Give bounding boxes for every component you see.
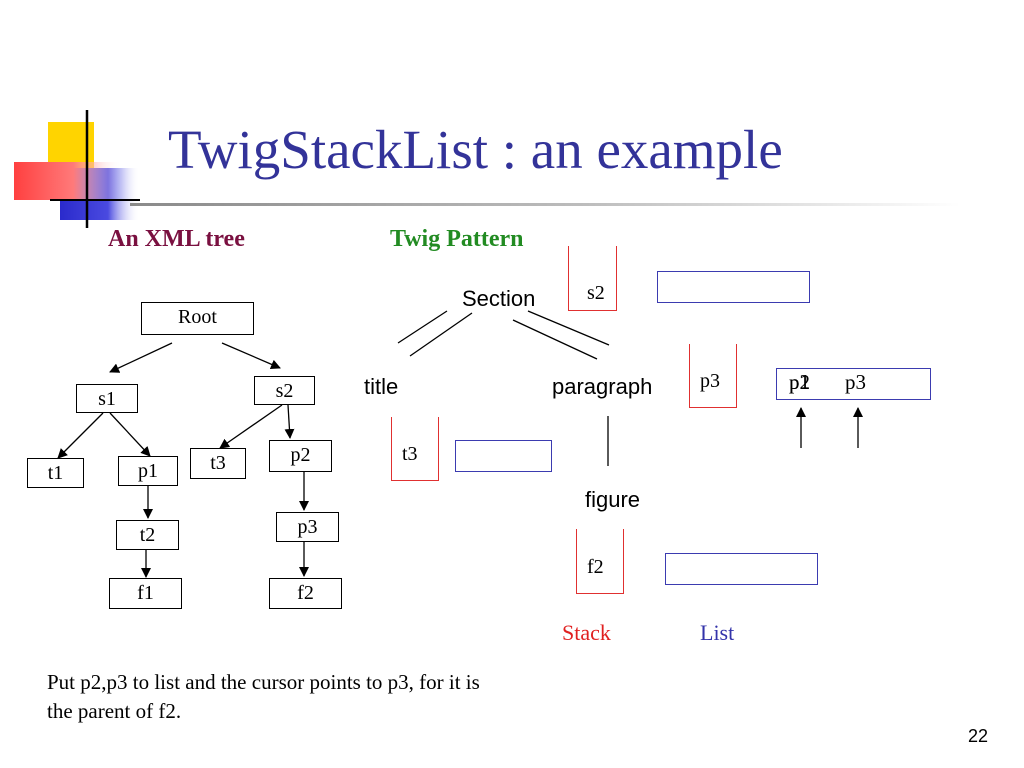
slide-caption: Put p2,p3 to list and the cursor points … xyxy=(47,670,480,723)
xml-node-t2: t2 xyxy=(116,520,179,550)
xml-node-root: Root xyxy=(141,302,254,335)
xml-node-s1: s1 xyxy=(76,384,138,413)
list-paragraph-entry-2: p3 xyxy=(845,370,866,394)
twig-edge-section-paragraph-a xyxy=(527,310,610,346)
xml-node-t3: t3 xyxy=(190,448,246,479)
twig-edge-section-title-a xyxy=(397,310,448,344)
xml-node-t1: t1 xyxy=(27,458,84,488)
stack-paragraph xyxy=(689,344,737,408)
list-paragraph-entry-1: p2 xyxy=(789,370,810,394)
title-divider xyxy=(130,203,960,206)
list-paragraph-entry-1-overlay: p1 xyxy=(789,370,810,394)
twig-node-figure: figure xyxy=(585,487,641,512)
twig-pattern-heading: Twig Pattern xyxy=(390,226,524,252)
twig-edge-section-title-b xyxy=(409,312,473,357)
edge-s2-t3 xyxy=(219,404,283,449)
xml-node-p1: p1 xyxy=(118,456,178,486)
legend-list: List xyxy=(700,620,735,645)
stack-figure-entry: f2 xyxy=(587,556,604,578)
twig-edge-section-paragraph-b xyxy=(512,319,598,360)
edge-root-s2 xyxy=(221,342,281,370)
list-paragraph xyxy=(776,368,931,400)
slide-logo-decoration xyxy=(14,110,140,228)
stack-title xyxy=(391,417,439,481)
xml-node-f2: f2 xyxy=(269,578,342,609)
slide-title: TwigStackList : an example xyxy=(168,119,783,180)
stack-section-entry: s2 xyxy=(587,282,605,304)
stack-section xyxy=(568,246,617,311)
twig-node-title: title xyxy=(364,374,399,399)
list-figure xyxy=(665,553,818,585)
twig-node-paragraph: paragraph xyxy=(552,374,653,399)
xml-node-f1: f1 xyxy=(109,578,182,609)
list-title xyxy=(455,440,552,472)
legend-stack: Stack xyxy=(562,620,611,645)
xml-tree-heading: An XML tree xyxy=(108,226,245,252)
stack-title-entry: t3 xyxy=(402,443,418,465)
twig-node-section: Section xyxy=(462,286,536,311)
list-section xyxy=(657,271,810,303)
edge-s1-p1 xyxy=(109,412,151,457)
xml-node-p2: p2 xyxy=(269,440,332,472)
stack-paragraph-entry: p3 xyxy=(700,370,720,392)
page-number: 22 xyxy=(968,726,989,746)
stack-figure xyxy=(576,529,624,594)
edge-root-s1 xyxy=(109,342,173,373)
xml-node-s2: s2 xyxy=(254,376,315,405)
xml-node-p3: p3 xyxy=(276,512,339,542)
edge-s2-p2 xyxy=(284,404,295,439)
edge-s1-t1 xyxy=(57,412,104,459)
